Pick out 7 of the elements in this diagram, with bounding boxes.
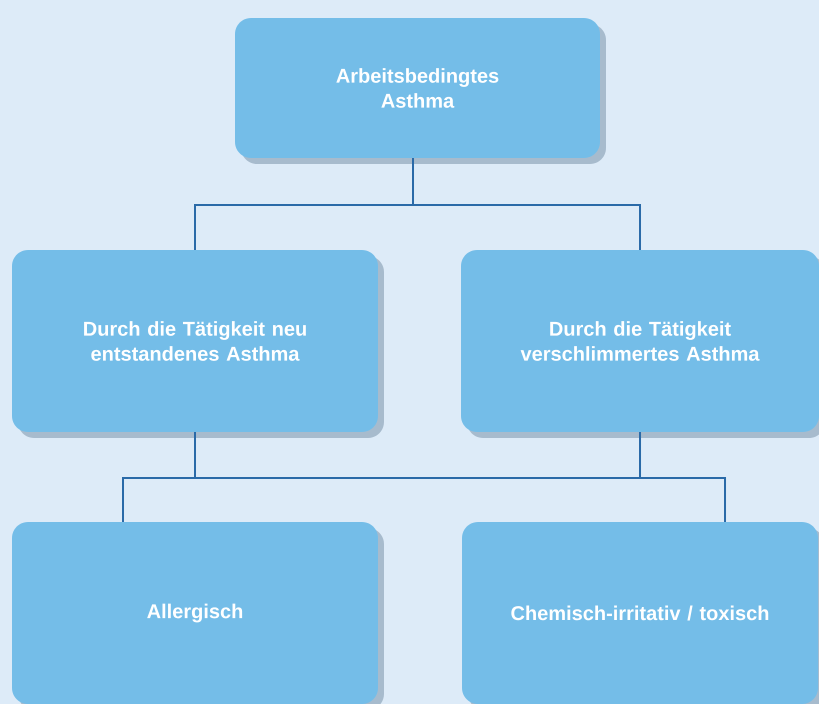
process-box: Arbeitsbedingtes Asthma [235, 18, 606, 164]
connector-line [639, 432, 726, 522]
process-box: Durch die Tätigkeit verschlimmertes Asthma [461, 250, 819, 438]
connector-line [412, 158, 641, 250]
process-box: Chemisch-irritativ / toxisch [462, 522, 819, 704]
process-box: Durch die Tätigkeit neu entstandenes Asthma [12, 250, 384, 438]
process-box: Allergisch [12, 522, 384, 704]
